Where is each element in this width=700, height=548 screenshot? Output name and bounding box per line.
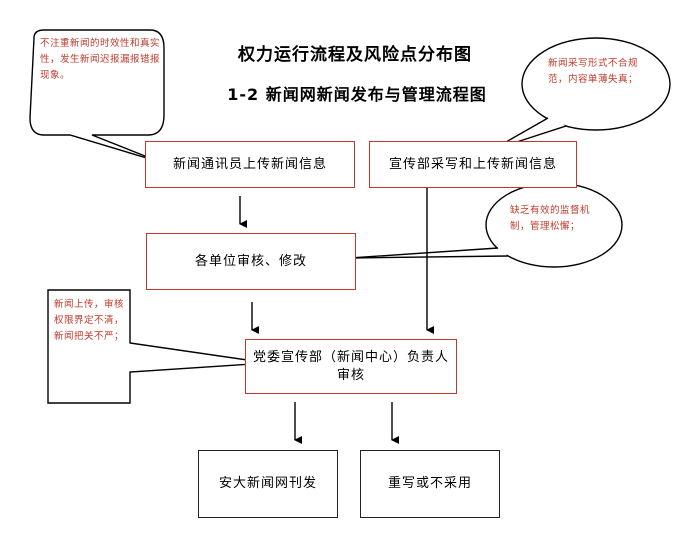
step-unit-review: 各单位审核、修改: [146, 233, 356, 290]
risk-note-format: 新闻采写形式不合规范，内容单薄失真；: [548, 58, 639, 85]
step-rewrite: 重写或不采用: [360, 450, 500, 518]
risk-note-authority: 新闻上传，审核权限界定不清，新闻把关不严；: [54, 299, 125, 342]
step-publish: 安大新闻网刊发: [198, 450, 338, 518]
risk-callout-authority: [47, 289, 269, 404]
page-title: 权力运行流程及风险点分布图: [238, 45, 472, 65]
step-publicity-upload: 宣传部采写和上传新闻信息: [369, 141, 577, 188]
risk-bubble-timeliness: [29, 29, 165, 163]
page-subtitle: 1-2 新闻网新闻发布与管理流程图: [227, 85, 487, 104]
step-dept-head-review-line1: 党委宣传部（新闻中心）负责人: [252, 349, 449, 365]
risk-bubble-format: [521, 37, 671, 131]
step-upload-news: 新闻通讯员上传新闻信息: [145, 141, 355, 188]
step-unit-review-label: 各单位审核、修改: [194, 253, 307, 269]
step-dept-head-review-line2: 审核: [336, 367, 365, 383]
step-dept-head-review: 党委宣传部（新闻中心）负责人 审核: [245, 339, 457, 394]
risk-note-supervision: 缺乏有效的监督机制，管理松懈；: [510, 205, 591, 232]
risk-note-timeliness: 不注重新闻的时效性和真实性，发生新闻迟报漏报错报现象。: [40, 38, 161, 81]
